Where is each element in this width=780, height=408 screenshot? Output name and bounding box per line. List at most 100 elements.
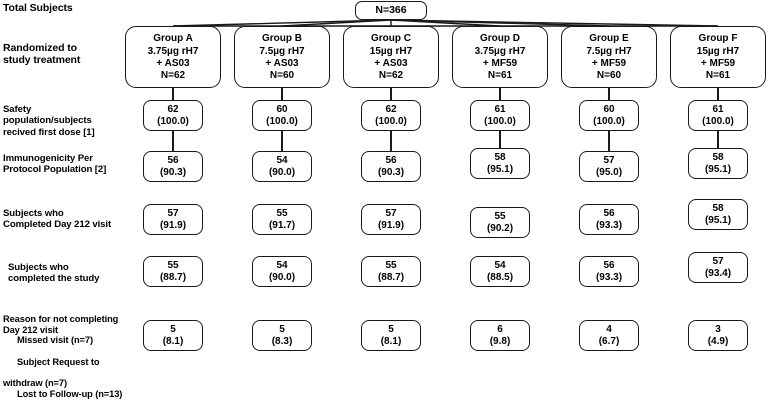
cell-completed-study-group-f: 57 (93.4) xyxy=(688,252,748,283)
group-a-adjuvant: + AS03 xyxy=(156,57,190,69)
reason-heading: Reason for not completing Day 212 visit xyxy=(3,313,119,335)
cell-count: 55 xyxy=(167,259,179,271)
connector-safety-immuno-c xyxy=(390,131,392,151)
group-b-name: Group B xyxy=(262,32,302,44)
connector-safety-immuno-f xyxy=(717,131,719,151)
cell-immunogenicity-group-c: 56 (90.3) xyxy=(361,151,421,182)
cell-pct: (95.1) xyxy=(486,163,514,175)
group-b-dose: 7.5µg rH7 xyxy=(259,45,305,57)
cell-pct: (95.1) xyxy=(704,163,732,175)
group-b-adjuvant: + AS03 xyxy=(265,57,299,69)
connector-group-e-safety xyxy=(608,88,610,100)
node-group-a: Group A 3.75µg rH7 + AS03 N=62 xyxy=(125,26,221,88)
cell-count: 58 xyxy=(494,151,506,163)
cell-pct: (100.0) xyxy=(375,115,407,127)
cell-immunogenicity-group-e: 57 (95.0) xyxy=(579,151,639,182)
cell-pct: (91.9) xyxy=(377,219,405,231)
group-d-n: N=61 xyxy=(487,69,513,81)
cell-pct: (90.0) xyxy=(268,271,296,283)
cell-pct: (100.0) xyxy=(484,115,516,127)
group-c-name: Group C xyxy=(371,32,411,44)
row-label-randomized: Randomized to study treatment xyxy=(3,42,81,67)
node-group-b: Group B 7.5µg rH7 + AS03 N=60 xyxy=(234,26,330,88)
node-group-f: Group F 15µg rH7 + MF59 N=61 xyxy=(670,26,766,88)
cell-not-completing-group-e: 4 (6.7) xyxy=(579,320,639,351)
cell-day212-group-e: 56 (93.3) xyxy=(579,204,639,235)
cell-safety-group-b: 60 (100.0) xyxy=(252,100,312,131)
cell-count: 56 xyxy=(385,154,397,166)
cell-not-completing-group-d: 6 (9.8) xyxy=(470,320,530,351)
group-c-dose: 15µg rH7 xyxy=(369,45,413,57)
connector-safety-immuno-a xyxy=(172,131,174,151)
row-label-immunogenicity: Immunogenicity Per Protocol Population [… xyxy=(3,153,107,176)
cell-pct: (95.1) xyxy=(704,214,732,226)
cell-count: 55 xyxy=(494,210,506,222)
cell-pct: (88.7) xyxy=(377,271,405,283)
reason-item-lost-followup: Lost to Follow-up (n=13) xyxy=(17,389,123,400)
group-a-n: N=62 xyxy=(160,69,186,81)
cell-count: 5 xyxy=(170,323,176,335)
cell-pct: (90.3) xyxy=(159,166,187,178)
group-e-name: Group E xyxy=(589,32,629,44)
node-group-e: Group E 7.5µg rH7 + MF59 N=60 xyxy=(561,26,657,88)
group-a-name: Group A xyxy=(153,32,193,44)
cell-count: 56 xyxy=(603,207,615,219)
connector-safety-immuno-d xyxy=(499,131,501,151)
cell-count: 54 xyxy=(276,259,288,271)
cell-not-completing-group-f: 3 (4.9) xyxy=(688,320,748,351)
cell-pct: (88.5) xyxy=(486,271,514,283)
cell-day212-group-b: 55 (91.7) xyxy=(252,204,312,235)
cell-count: 58 xyxy=(712,202,724,214)
cell-count: 3 xyxy=(715,323,721,335)
cell-count: 5 xyxy=(279,323,285,335)
cell-count: 61 xyxy=(494,103,506,115)
group-f-n: N=61 xyxy=(705,69,731,81)
cell-count: 60 xyxy=(276,103,288,115)
cell-completed-study-group-e: 56 (93.3) xyxy=(579,256,639,287)
row-label-day-212-visit: Subjects who Completed Day 212 visit xyxy=(3,208,112,231)
cell-pct: (90.3) xyxy=(377,166,405,178)
connector-group-a-safety xyxy=(172,88,174,100)
group-a-dose: 3.75µg rH7 xyxy=(147,45,199,57)
group-c-n: N=62 xyxy=(378,69,404,81)
cell-count: 57 xyxy=(603,154,615,166)
cell-pct: (93.3) xyxy=(595,219,623,231)
cell-day212-group-c: 57 (91.9) xyxy=(361,204,421,235)
cell-pct: (93.4) xyxy=(704,267,732,279)
cell-completed-study-group-b: 54 (90.0) xyxy=(252,256,312,287)
cell-pct: (8.3) xyxy=(271,335,293,347)
group-e-adjuvant: + MF59 xyxy=(591,57,627,69)
cell-safety-group-d: 61 (100.0) xyxy=(470,100,530,131)
node-total-enrolled: N=366 xyxy=(355,1,427,20)
cell-immunogenicity-group-b: 54 (90.0) xyxy=(252,151,312,182)
connector-safety-immuno-e xyxy=(608,131,610,151)
connector-safety-immuno-b xyxy=(281,131,283,151)
node-group-d: Group D 3.75µg rH7 + MF59 N=61 xyxy=(452,26,548,88)
cell-pct: (8.1) xyxy=(162,335,184,347)
cell-count: 60 xyxy=(603,103,615,115)
reason-item-subject-request-cont: withdraw (n=7) xyxy=(3,378,67,389)
reason-item-subject-request: Subject Request to xyxy=(17,356,100,367)
cell-not-completing-group-c: 5 (8.1) xyxy=(361,320,421,351)
cell-safety-group-a: 62 (100.0) xyxy=(143,100,203,131)
cell-count: 57 xyxy=(385,207,397,219)
cell-day212-group-f: 58 (95.1) xyxy=(688,199,748,230)
cell-count: 5 xyxy=(388,323,394,335)
group-d-dose: 3.75µg rH7 xyxy=(474,45,526,57)
cell-pct: (90.2) xyxy=(486,222,514,234)
cell-completed-study-group-c: 55 (88.7) xyxy=(361,256,421,287)
group-e-n: N=60 xyxy=(596,69,622,81)
connector-group-d-safety xyxy=(499,88,501,100)
group-c-adjuvant: + AS03 xyxy=(374,57,408,69)
cell-count: 54 xyxy=(494,259,506,271)
cell-count: 56 xyxy=(603,259,615,271)
cell-safety-group-e: 60 (100.0) xyxy=(579,100,639,131)
cell-day212-group-d: 55 (90.2) xyxy=(470,207,530,238)
cell-count: 4 xyxy=(606,323,612,335)
cell-completed-study-group-a: 55 (88.7) xyxy=(143,256,203,287)
group-d-adjuvant: + MF59 xyxy=(482,57,518,69)
cell-pct: (91.7) xyxy=(268,219,296,231)
group-f-name: Group F xyxy=(698,32,738,44)
group-f-dose: 15µg rH7 xyxy=(696,45,740,57)
